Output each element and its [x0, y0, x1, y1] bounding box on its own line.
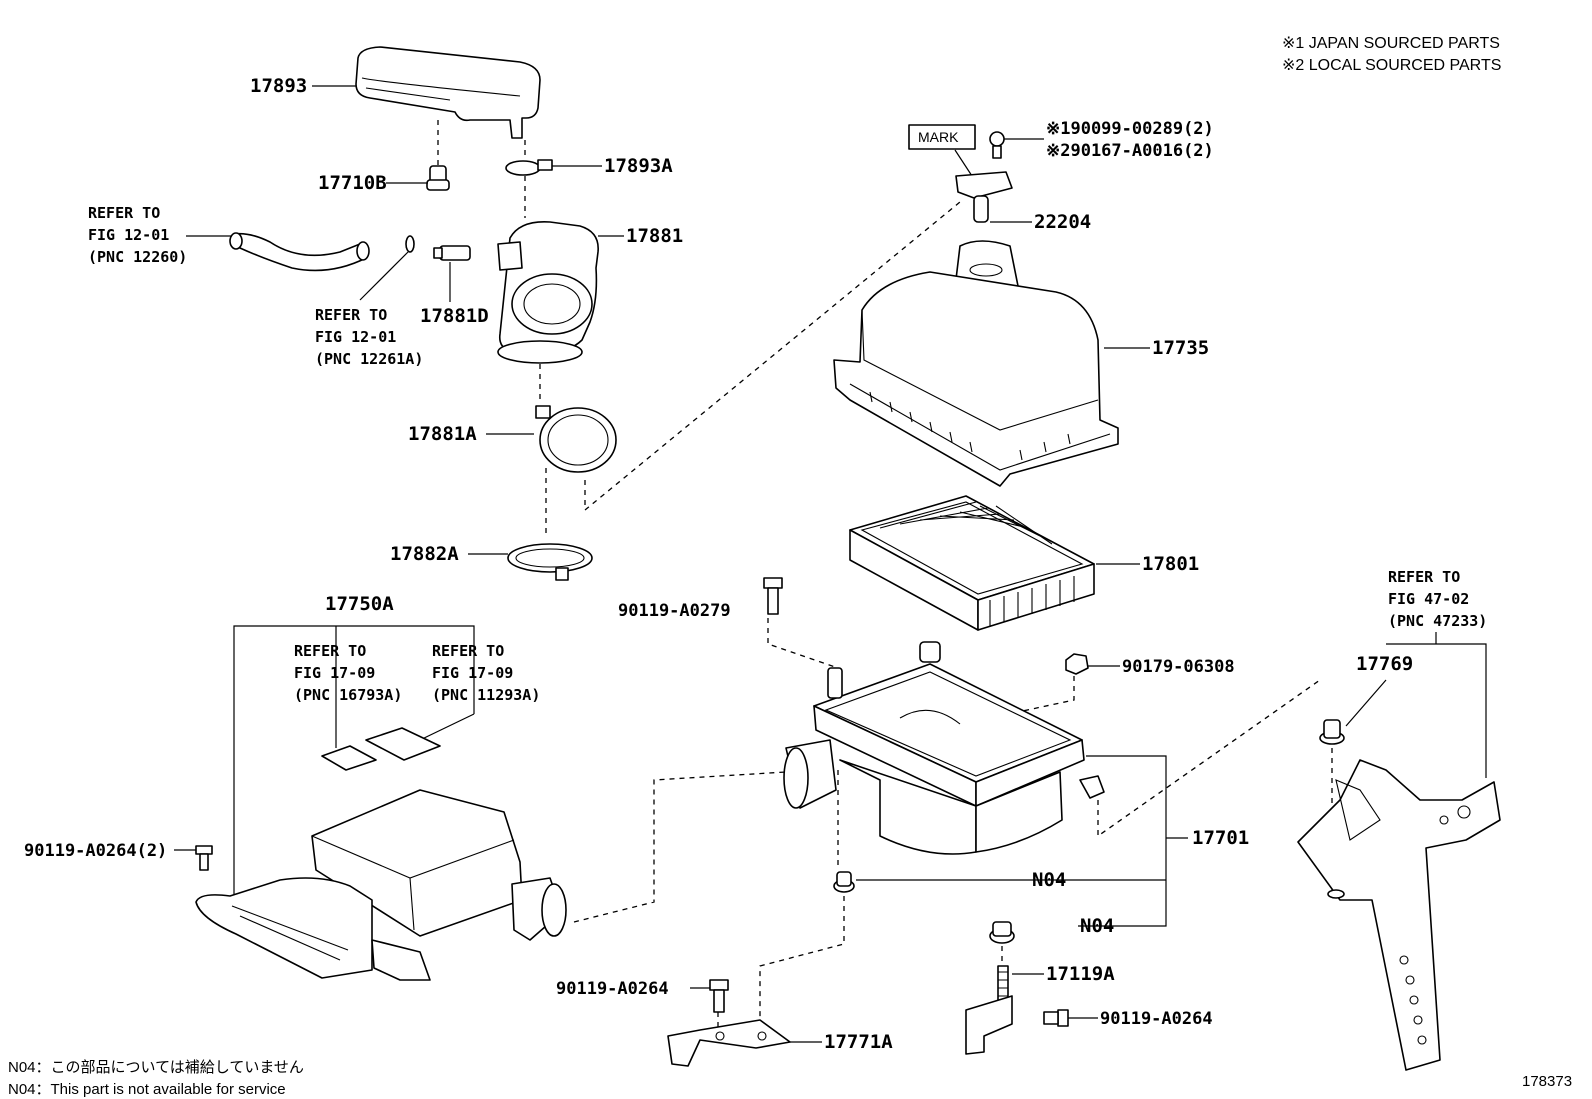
labels-stickers-drawing — [321, 727, 441, 771]
label-90119-a0279[interactable]: 90119-A0279 — [618, 601, 731, 621]
resonator-17893-drawing — [355, 46, 541, 139]
hose-clamp-17881a-drawing — [535, 405, 617, 473]
label-17881d[interactable]: 17881D — [420, 305, 489, 327]
label-17735[interactable]: 17735 — [1152, 337, 1209, 359]
label-17881a[interactable]: 17881A — [408, 423, 477, 445]
label-90179-06308[interactable]: 90179-06308 — [1122, 657, 1235, 677]
legend-japan-sourced: ※1 JAPAN SOURCED PARTS — [1282, 35, 1500, 52]
legend-local-sourced: ※2 LOCAL SOURCED PARTS — [1282, 57, 1501, 74]
air-cleaner-cap-17735-drawing — [833, 240, 1119, 487]
mark-box — [908, 124, 976, 150]
label-90119-a0264-right[interactable]: 90119-A0264 — [1100, 1009, 1213, 1029]
nut-90179-06308-drawing — [1065, 653, 1089, 675]
airflow-sensor-22204-drawing — [955, 171, 1013, 223]
label-17119a[interactable]: 17119A — [1046, 963, 1115, 985]
ref-12261a-line2: FIG 12-01 — [315, 328, 396, 346]
hose-12260-drawing — [229, 232, 415, 272]
label-n04-b[interactable]: N04 — [1080, 915, 1114, 937]
figure-number: 178373 — [1522, 1073, 1572, 1090]
screw-190099-drawing — [989, 131, 1005, 159]
ref-47233-line2: FIG 47-02 — [1388, 590, 1469, 608]
air-filter-element-17801-drawing — [849, 495, 1095, 631]
ref-47233-line3: (PNC 47233) — [1388, 612, 1487, 630]
air-cleaner-case-17701-drawing — [783, 641, 1105, 855]
grommet-n04-a-drawing — [833, 871, 855, 893]
grommet-17710b-drawing — [426, 165, 450, 191]
ref-12260-line2: FIG 12-01 — [88, 226, 169, 244]
ref-16793a-line1: REFER TO — [294, 642, 366, 660]
ref-12261a-line1: REFER TO — [315, 306, 387, 324]
label-n04-a[interactable]: N04 — [1032, 869, 1066, 891]
label-17701[interactable]: 17701 — [1192, 827, 1249, 849]
label-17893a[interactable]: 17893A — [604, 155, 673, 177]
label-17801[interactable]: 17801 — [1142, 553, 1199, 575]
bolt-90119-a0264-mid-drawing — [709, 979, 729, 1013]
label-17771a[interactable]: 17771A — [824, 1031, 893, 1053]
label-17893[interactable]: 17893 — [250, 75, 307, 97]
grommet-17769-drawing — [1319, 719, 1345, 745]
bolt-90119-a0264-right-drawing — [1043, 1009, 1069, 1027]
bolt-90119-a0279-drawing — [763, 577, 783, 615]
ref-16793a-line2: FIG 17-09 — [294, 664, 375, 682]
ref-12260-line3: (PNC 12260) — [88, 248, 187, 266]
mark-label: MARK — [918, 129, 959, 145]
label-90119-a0264-2[interactable]: 90119-A0264(2) — [24, 841, 167, 861]
label-17750a[interactable]: 17750A — [325, 593, 394, 615]
label-22204[interactable]: 22204 — [1034, 211, 1091, 233]
ref-11293a-line2: FIG 17-09 — [432, 664, 513, 682]
bracket-17119a-base-drawing — [965, 995, 1013, 1055]
intake-duct-17750a-drawing — [195, 789, 567, 981]
label-17881[interactable]: 17881 — [626, 225, 683, 247]
label-17710b[interactable]: 17710B — [318, 172, 387, 194]
ref-11293a-line3: (PNC 11293A) — [432, 686, 540, 704]
note-n04-jp: N04：この部品については補給していません — [8, 1059, 304, 1076]
ref-11293a-line1: REFER TO — [432, 642, 504, 660]
bolt-90119-a0264-left-drawing — [195, 845, 213, 871]
ref-12261a-line3: (PNC 12261A) — [315, 350, 423, 368]
bracket-17771a-drawing — [667, 1019, 791, 1067]
ref-12260-line1: REFER TO — [88, 204, 160, 222]
note-n04-en: N04：This part is not available for servi… — [8, 1081, 286, 1098]
label-90119-a0264-mid[interactable]: 90119-A0264 — [556, 979, 669, 999]
body-bracket-47233-drawing — [1297, 759, 1501, 1071]
label-17769[interactable]: 17769 — [1356, 653, 1413, 675]
clamp-17893a-drawing — [505, 159, 553, 176]
ref-47233-line1: REFER TO — [1388, 568, 1460, 586]
grommet-n04-b-drawing — [989, 921, 1015, 944]
ref-16793a-line3: (PNC 16793A) — [294, 686, 402, 704]
label-17882a[interactable]: 17882A — [390, 543, 459, 565]
clamp-17882a-drawing — [507, 543, 593, 581]
label-190099-00289[interactable]: ※190099-00289(2) — [1046, 119, 1214, 139]
intake-connector-17881-drawing — [497, 221, 599, 364]
label-290167-a0016[interactable]: ※290167-A0016(2) — [1046, 141, 1214, 161]
connector-17881d-drawing — [433, 245, 471, 261]
